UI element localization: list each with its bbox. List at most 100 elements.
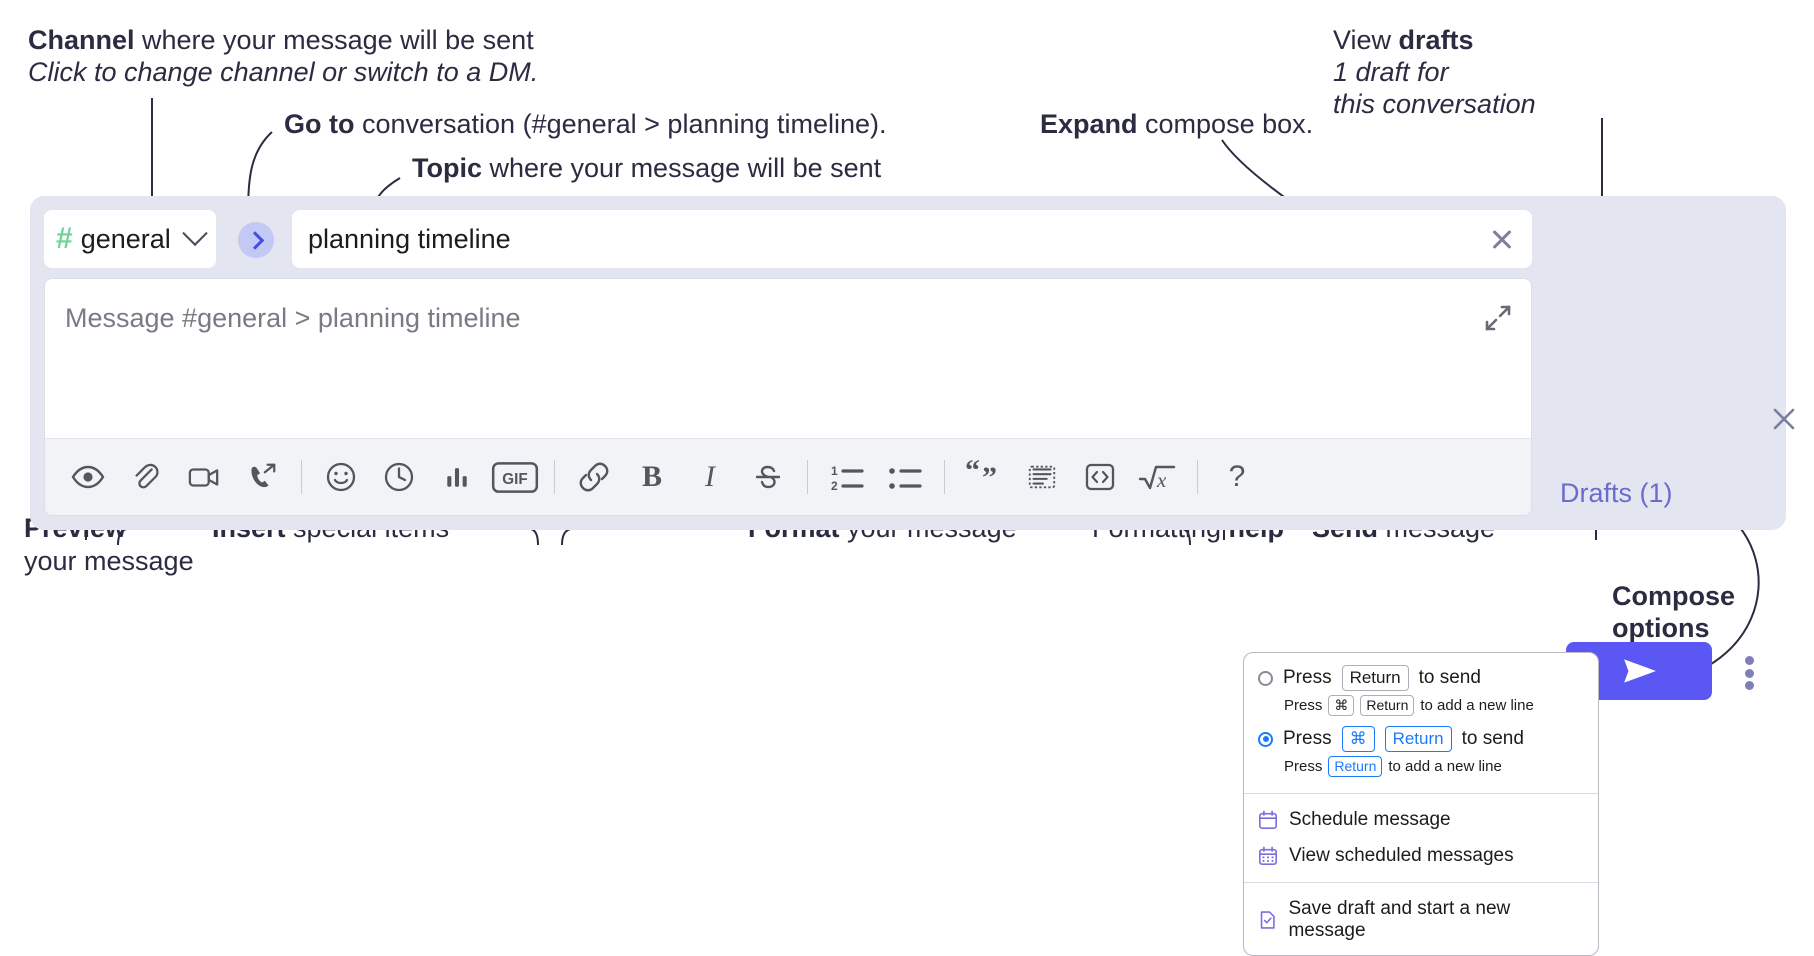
annotation-topic: Topic where your message will be sent (412, 150, 881, 186)
annotation-channel-bold: Channel (28, 25, 135, 55)
sub-press-label: Press (1284, 697, 1323, 714)
annotation-channel-subtitle: Click to change channel or switch to a D… (28, 57, 539, 87)
annotation-expand-rest: compose box. (1137, 109, 1314, 139)
toolbar-separator (807, 460, 808, 494)
menu-item-label: Schedule message (1289, 809, 1451, 830)
emoji-icon[interactable] (312, 448, 370, 506)
huddle-icon[interactable] (233, 448, 291, 506)
svg-text:1: 1 (831, 464, 838, 478)
menu-radio-row[interactable]: Press ⌘ Return to send (1244, 724, 1598, 754)
compose-panel: Drafts (1) # general planning timeline (30, 196, 1795, 700)
more-vertical-icon-dot (1744, 681, 1754, 690)
math-icon[interactable]: x (1129, 448, 1187, 506)
chevron-right-icon (245, 230, 264, 250)
annotation-goto-bold: Go to (284, 109, 355, 139)
annotation-drafts: View drafts (1333, 22, 1474, 58)
annotation-drafts-bold: drafts (1398, 25, 1474, 55)
menu-divider (1244, 882, 1598, 883)
sub-action-label: to add a new line (1420, 697, 1534, 714)
reminder-icon[interactable] (370, 448, 428, 506)
radio-press-label: Press (1283, 667, 1332, 688)
bold-icon[interactable]: B (641, 460, 662, 493)
calendar-grid-icon (1259, 846, 1277, 865)
annotation-expand: Expand compose box. (1040, 106, 1313, 142)
poll-icon[interactable] (428, 448, 486, 506)
hash-icon: # (56, 222, 73, 255)
key-return: Return (1341, 665, 1409, 691)
annotation-goto: Go to conversation (#general > planning … (284, 106, 887, 142)
radio-action-label: to send (1461, 728, 1524, 749)
radio-selected-icon[interactable] (1258, 731, 1273, 747)
code-icon[interactable] (1071, 448, 1129, 506)
more-vertical-icon-dot (1744, 656, 1754, 665)
sub-press-label: Press (1284, 758, 1323, 775)
svg-text:GIF: GIF (502, 471, 527, 488)
toolbar-separator (554, 460, 555, 494)
annotation-topic-bold: Topic (412, 153, 482, 183)
svg-text:“: “ (965, 460, 980, 487)
svg-text:x: x (1156, 468, 1167, 492)
key-command: ⌘ (1341, 726, 1375, 752)
link-icon[interactable] (565, 448, 623, 506)
blockquote-icon[interactable]: “” (955, 448, 1013, 506)
menu-item-save-draft[interactable]: Save draft and start a new message (1244, 891, 1598, 949)
bulleted-list-icon[interactable] (876, 448, 934, 506)
gif-icon[interactable]: GIF (486, 448, 544, 506)
toolbar-separator (301, 460, 302, 494)
key-return: Return (1360, 695, 1415, 716)
video-icon[interactable] (175, 448, 233, 506)
expand-compose-icon[interactable] (1483, 303, 1513, 333)
annotation-channel-title: Channel where your message will be sent (28, 22, 534, 58)
preview-icon[interactable] (59, 448, 117, 506)
key-return: Return (1328, 756, 1383, 777)
message-input[interactable]: Message #general > planning timeline (65, 303, 521, 333)
menu-radio-subrow: Press ⌘ Return to add a new line (1244, 693, 1598, 724)
menu-item-view-scheduled-messages[interactable]: View scheduled messages (1244, 838, 1598, 874)
goto-conversation-button[interactable] (238, 222, 274, 258)
strikethrough-icon[interactable] (739, 448, 797, 506)
annotation-goto-rest: conversation (#general > planning timeli… (354, 109, 887, 139)
calendar-clock-icon (1259, 810, 1277, 829)
key-command: ⌘ (1328, 695, 1355, 716)
toolbar-separator (944, 460, 945, 494)
annotation-drafts-line3: this conversation (1333, 89, 1536, 119)
compose-inner: # general planning timeline Message #gen… (44, 210, 1532, 516)
annotation-compose-bold1: Compose (1612, 581, 1736, 611)
menu-item-label: Save draft and start a new message (1288, 898, 1511, 941)
menu-divider (1244, 793, 1598, 794)
italic-icon[interactable]: I (705, 460, 715, 493)
annotation-compose-options-2: options (1612, 610, 1709, 646)
panel-close-icon[interactable] (1769, 404, 1799, 434)
formatting-help-icon[interactable]: ? (1228, 460, 1246, 493)
chevron-down-icon (182, 220, 208, 247)
menu-item-label: View scheduled messages (1289, 845, 1514, 866)
topic-clear-icon[interactable] (1488, 225, 1516, 253)
sub-action-label: to add a new line (1388, 758, 1502, 775)
annotation-preview-sub: your message (24, 546, 194, 576)
message-box: Message #general > planning timeline (44, 278, 1532, 516)
channel-selector[interactable]: # general (44, 210, 216, 268)
annotation-drafts-line2: 1 draft for (1333, 57, 1449, 87)
annotation-compose-options-1: Compose (1612, 578, 1735, 614)
annotation-topic-rest: where your message will be sent (482, 153, 882, 183)
menu-radio-subrow: Press Return to add a new line (1244, 754, 1598, 785)
annotation-drafts-prefix: View (1333, 25, 1399, 55)
menu-radio-row[interactable]: Press Return to send (1244, 663, 1598, 693)
annotation-expand-bold: Expand (1040, 109, 1138, 139)
topic-field[interactable]: planning timeline (292, 210, 1532, 268)
attachment-icon[interactable] (117, 448, 175, 506)
radio-action-label: to send (1418, 667, 1481, 688)
menu-item-schedule-message[interactable]: Schedule message (1244, 802, 1598, 838)
more-vertical-icon-dot (1744, 668, 1754, 678)
drafts-link[interactable]: Drafts (1) (1560, 478, 1673, 508)
svg-text:”: ” (982, 461, 997, 494)
radio-press-label: Press (1283, 728, 1332, 749)
compose-header-row: # general planning timeline (44, 210, 1532, 268)
radio-unselected-icon[interactable] (1258, 670, 1273, 686)
key-return: Return (1384, 726, 1452, 752)
code-block-icon[interactable] (1013, 448, 1071, 506)
compose-options-button[interactable] (1735, 656, 1763, 690)
topic-value: planning timeline (308, 223, 511, 254)
